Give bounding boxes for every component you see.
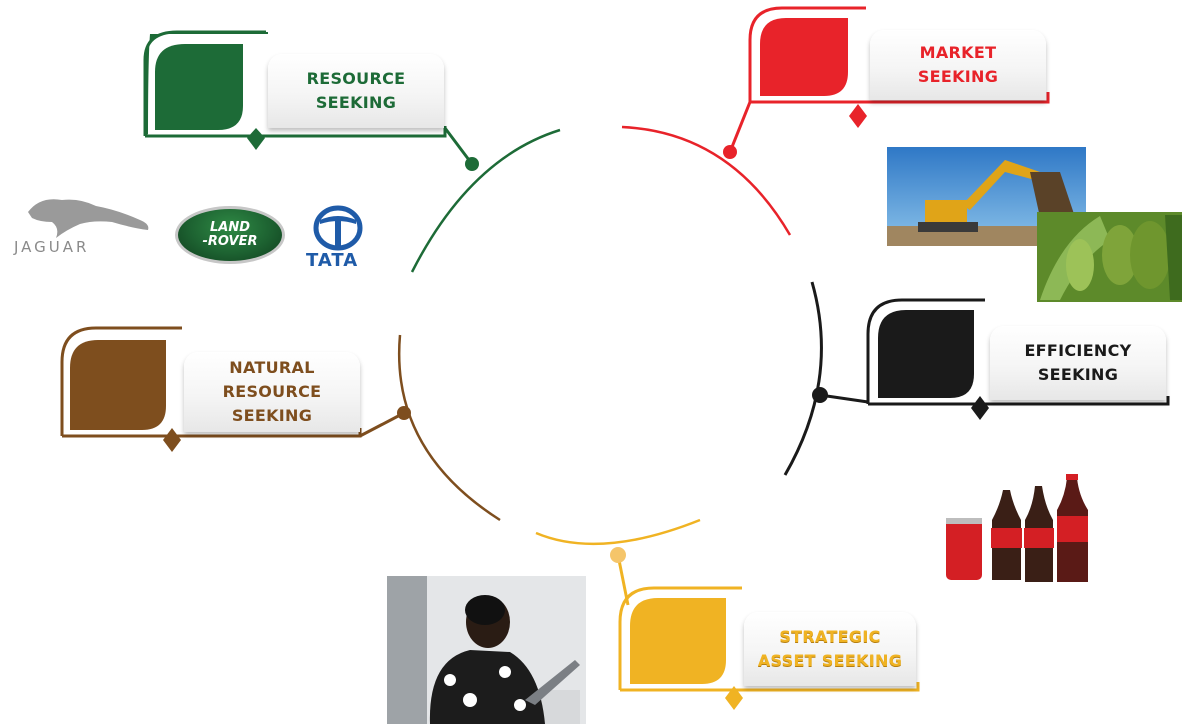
dot-black: [812, 387, 828, 403]
dot-brown: [397, 406, 411, 420]
resource-diamond: [247, 128, 265, 150]
woman-with-laptop-photo: [387, 576, 586, 724]
connector-black: [819, 393, 869, 404]
connector-green: [443, 127, 474, 165]
resource-seeking-label: RESOURCE SEEKING: [306, 69, 406, 112]
dot-green: [465, 157, 479, 171]
efficiency-seeking-card: EFFICIENCY SEEKING: [990, 326, 1166, 400]
arc-black: [783, 281, 823, 476]
resource-leaf-fill: [155, 44, 243, 130]
banana-plants-photo: [1037, 212, 1182, 302]
arc-green: [410, 128, 561, 273]
market-seeking-label: MARKET SEEKING: [917, 43, 999, 86]
arc-yellow: [535, 518, 701, 546]
land-rover-logo: LAND -ROVER: [175, 206, 285, 264]
arc-red: [621, 125, 792, 236]
jaguar-logo: JAGUAR: [14, 238, 90, 256]
market-leaf-fill: [760, 18, 848, 96]
market-seeking-card: MARKET SEEKING: [870, 30, 1046, 100]
dot-red: [723, 145, 737, 159]
jaguar-cat-icon: [28, 199, 149, 238]
efficiency-diamond: [971, 396, 989, 420]
market-diamond: [849, 104, 867, 128]
efficiency-leaf-fill: [878, 310, 974, 398]
strategic-leaf-fill: [630, 598, 726, 684]
connector-brown: [359, 411, 405, 438]
cola-bottles-photo: [946, 474, 1088, 582]
efficiency-seeking-label: EFFICIENCY SEEKING: [1024, 341, 1132, 384]
natural-leaf-fill: [70, 340, 166, 430]
dot-yellow: [610, 547, 626, 563]
natural-resource-seeking-label: NATURAL RESOURCE SEEKING: [222, 358, 322, 425]
strategic-diamond: [725, 686, 743, 710]
tata-logo-icon: [313, 205, 363, 251]
connector-red: [728, 101, 752, 153]
strategic-asset-seeking-card: STRATEGIC ASSET SEEKING: [744, 612, 916, 686]
strategic-asset-seeking-label: STRATEGIC ASSET SEEKING: [757, 627, 903, 670]
natural-resource-seeking-card: NATURAL RESOURCE SEEKING: [184, 352, 360, 432]
natural-diamond: [163, 428, 181, 452]
tata-logo: TATA: [306, 250, 359, 271]
arc-brown: [397, 334, 501, 522]
resource-seeking-card: RESOURCE SEEKING: [268, 54, 444, 128]
